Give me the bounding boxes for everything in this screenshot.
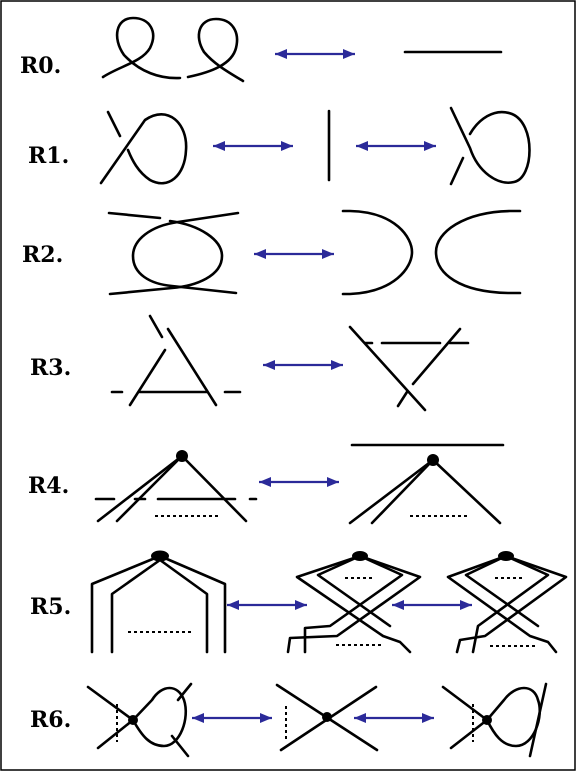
r2-arrow bbox=[252, 247, 336, 261]
r5-middle-figure bbox=[286, 551, 422, 654]
r4-right-figure bbox=[348, 443, 505, 525]
move-r2: R2. bbox=[22, 209, 522, 296]
r1-right-figure bbox=[449, 106, 531, 186]
r1-left-figure bbox=[99, 110, 188, 185]
r1-arrow-right bbox=[354, 139, 438, 153]
move-r3: R3. bbox=[30, 314, 470, 412]
r6-right-figure bbox=[441, 682, 548, 758]
r4-arrow bbox=[257, 475, 341, 489]
r0-arrow bbox=[273, 47, 357, 61]
r3-right-figure bbox=[348, 325, 470, 412]
move-label: R0. bbox=[20, 53, 61, 79]
r2-left-figure bbox=[107, 211, 240, 296]
r6-arrow-right bbox=[352, 711, 436, 725]
r0-left-figure bbox=[101, 16, 245, 83]
move-label: R1. bbox=[28, 143, 69, 169]
r5-arrow-left bbox=[225, 598, 309, 612]
r2-right-figure bbox=[341, 209, 522, 296]
vertex-dot bbox=[498, 551, 514, 561]
r6-middle-figure bbox=[275, 683, 379, 752]
move-label: R6. bbox=[30, 707, 71, 733]
vertex-dot bbox=[176, 450, 188, 462]
move-r6: R6. bbox=[30, 682, 548, 758]
r4-left-figure bbox=[94, 450, 258, 523]
r6-left-figure bbox=[86, 682, 193, 758]
vertex-dot bbox=[352, 551, 368, 561]
move-r0: R0. bbox=[20, 16, 503, 83]
move-label: R5. bbox=[30, 594, 71, 620]
r5-left-figure bbox=[90, 550, 227, 654]
move-label: R2. bbox=[22, 242, 63, 268]
r5-arrow-right bbox=[390, 598, 474, 612]
r3-left-figure bbox=[110, 314, 242, 407]
r6-arrow-left bbox=[190, 711, 274, 725]
move-r4: R4. bbox=[28, 443, 505, 525]
move-r5: R5. bbox=[30, 550, 568, 654]
move-label: R4. bbox=[28, 473, 69, 499]
vertex-dot bbox=[128, 715, 138, 725]
r3-arrow bbox=[261, 358, 345, 372]
r1-arrow-left bbox=[211, 139, 295, 153]
vertex-dot bbox=[427, 454, 439, 466]
vertex-dot bbox=[322, 712, 332, 722]
move-label: R3. bbox=[30, 355, 71, 381]
move-r1: R1. bbox=[28, 106, 531, 186]
vertex-dot bbox=[151, 550, 169, 562]
vertex-dot bbox=[482, 715, 492, 725]
r5-right-figure bbox=[446, 551, 568, 654]
